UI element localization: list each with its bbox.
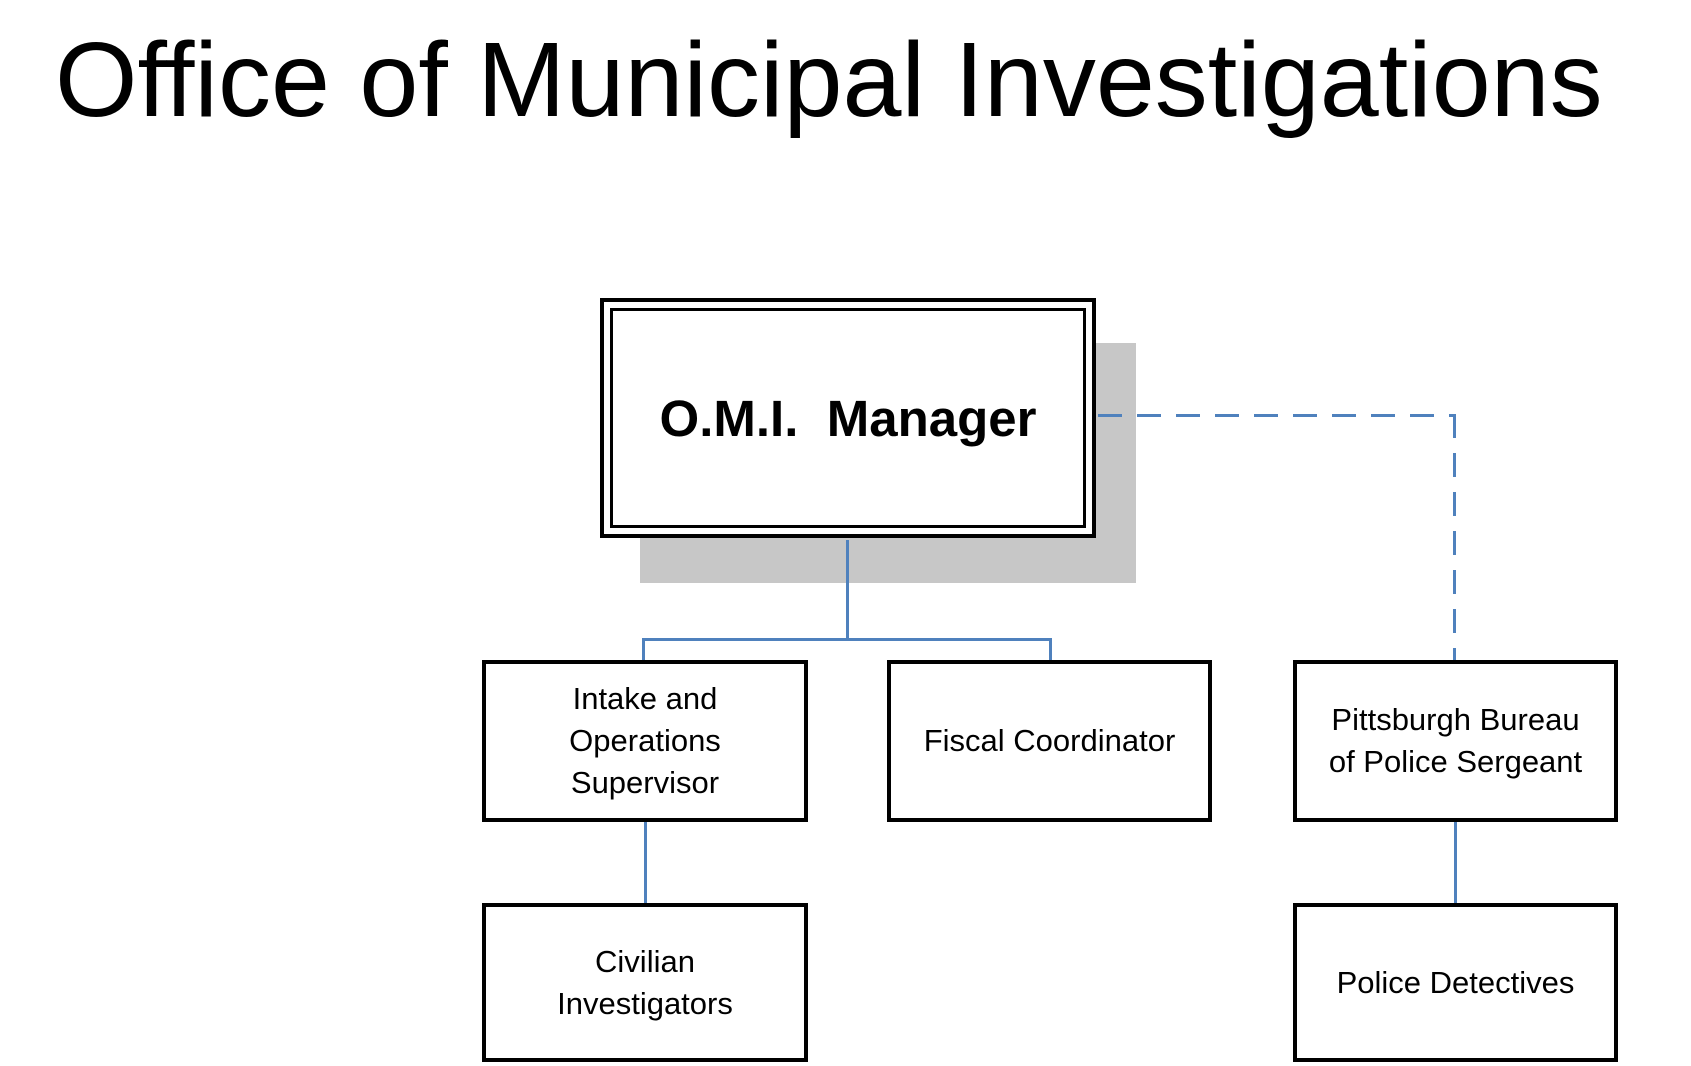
node-label: Police Detectives: [1336, 964, 1575, 1000]
node-label: Civilian Investigators: [557, 943, 733, 1021]
page-title: Office of Municipal Investigations: [55, 21, 1603, 139]
node-label: Intake and Operations Supervisor: [569, 681, 721, 800]
node-omi-manager: O.M.I. Manager: [600, 298, 1096, 538]
node-fiscal-coordinator: Fiscal Coordinator: [887, 660, 1212, 822]
connector-dashed-manager-to-sergeant-horizontal: [1098, 414, 1456, 417]
node-label: Fiscal Coordinator: [923, 723, 1176, 758]
node-civilian-investigators: Civilian Investigators: [482, 903, 808, 1062]
connector-sergeant-to-detectives: [1454, 820, 1457, 905]
node-police-detectives: Police Detectives: [1293, 903, 1618, 1062]
connector-intake-to-civilian: [644, 820, 647, 905]
connector-bus-to-intake: [642, 638, 645, 662]
connector-manager-to-bus: [846, 540, 849, 640]
node-label: O.M.I. Manager: [659, 389, 1037, 447]
connector-bus-to-fiscal: [1049, 638, 1052, 662]
node-omi-manager-inner-border: O.M.I. Manager: [610, 308, 1086, 528]
node-pittsburgh-bureau-police-sergeant: Pittsburgh Bureau of Police Sergeant: [1293, 660, 1618, 822]
node-label: Pittsburgh Bureau of Police Sergeant: [1328, 702, 1583, 779]
node-intake-operations-supervisor: Intake and Operations Supervisor: [482, 660, 808, 822]
connector-horizontal-bus: [642, 638, 1052, 641]
connector-dashed-manager-to-sergeant-vertical: [1453, 414, 1456, 662]
